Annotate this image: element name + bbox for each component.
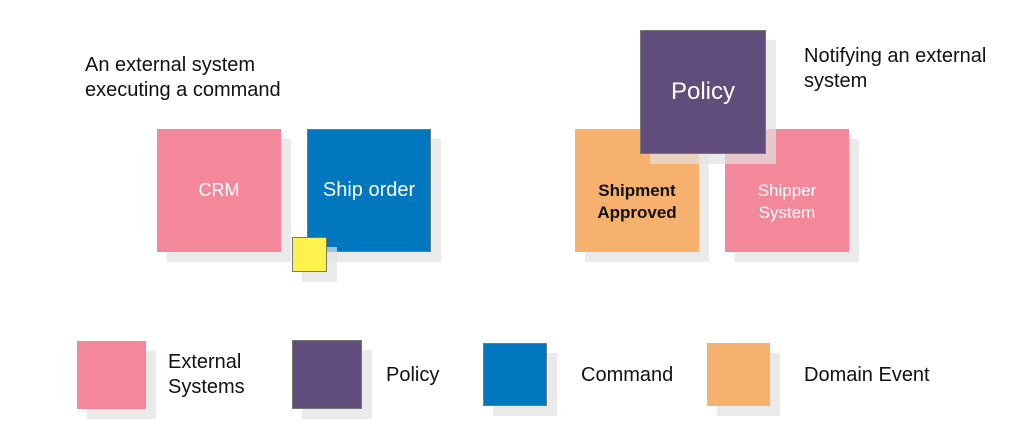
legend-swatch-policy: [292, 340, 362, 409]
shipment-approved-label: Shipment Approved: [597, 180, 677, 222]
actor-note[interactable]: [292, 237, 327, 272]
ship-order-command-note[interactable]: Ship order: [307, 129, 431, 252]
legend-swatch-event: [707, 343, 770, 406]
crm-note[interactable]: CRM: [157, 129, 281, 252]
legend-label-policy: Policy: [386, 364, 440, 386]
policy-note[interactable]: Policy: [640, 30, 766, 154]
ship-order-label: Ship order: [322, 179, 416, 201]
legend-label-event: Domain Event: [804, 364, 930, 386]
caption-external-command: An external system executing a command: [85, 54, 281, 101]
policy-label: Policy: [670, 78, 736, 105]
crm-label: CRM: [198, 180, 240, 200]
shipper-system-label: Shipper System: [757, 180, 817, 222]
legend-swatch-command: [483, 343, 547, 406]
legend-label-external: External Systems: [168, 351, 245, 398]
caption-notifying: Notifying an external system: [804, 45, 987, 92]
legend-swatch-external: [77, 341, 146, 409]
legend-label-command: Command: [581, 364, 674, 386]
